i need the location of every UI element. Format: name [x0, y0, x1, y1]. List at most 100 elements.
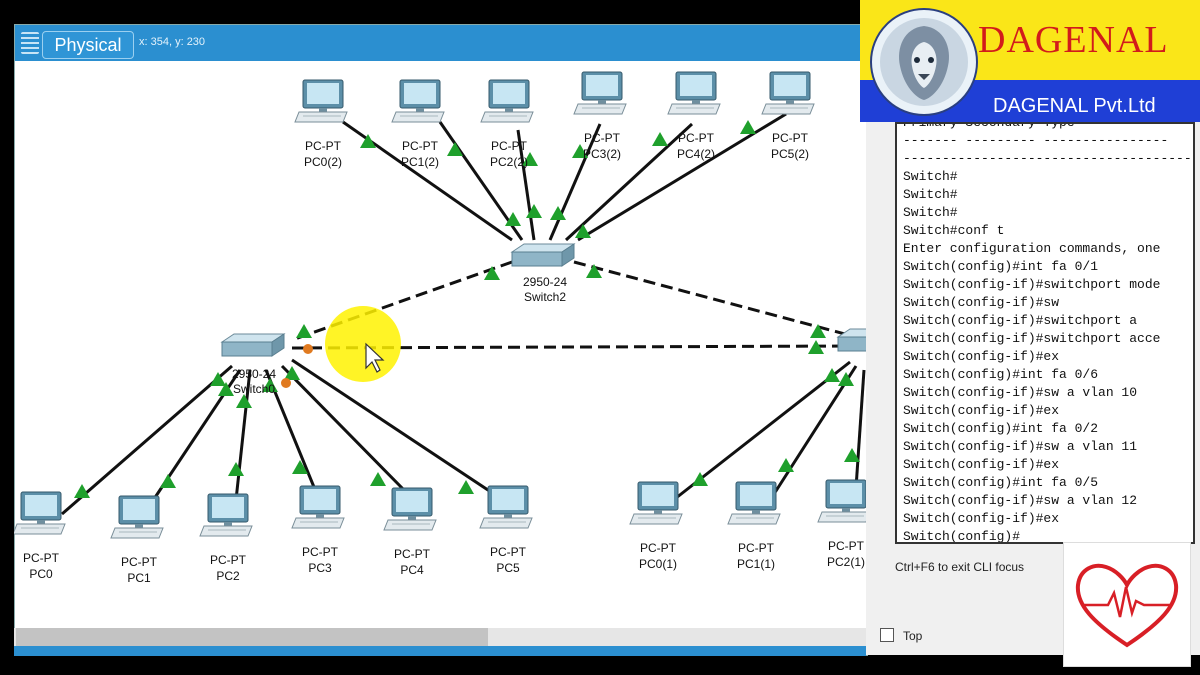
link-up-indicator — [218, 382, 234, 396]
ethernet-link — [675, 360, 851, 500]
pc-type-label: PC-PT — [678, 131, 715, 145]
pc-type-label: PC-PT — [738, 541, 775, 555]
menu-grip-icon[interactable] — [21, 32, 39, 54]
pc-device[interactable]: PC-PT PC0 — [14, 491, 66, 581]
cli-line: Switch(config-if)#switchport acce — [903, 331, 1161, 346]
link-up-indicator — [808, 340, 824, 354]
switch2-model-label: 2950-24 — [523, 275, 567, 289]
cli-line: Switch(config-if)#ex — [903, 349, 1060, 364]
cli-line: -------------------------------------- — [903, 151, 1195, 166]
cli-line: Switch(config-if)#sw a vlan 11 — [903, 439, 1138, 454]
pc-name-label: PC2(2) — [490, 155, 528, 169]
cursor-coordinates: x: 354, y: 230 — [139, 36, 206, 48]
top-checkbox[interactable] — [880, 628, 894, 642]
cli-line: Switch(config-if)#switchport mode — [903, 277, 1161, 292]
pc-device[interactable]: PC-PT PC1(1) — [727, 481, 781, 571]
scrollbar-thumb[interactable] — [16, 628, 488, 646]
switch2-name-label: Switch2 — [524, 290, 566, 304]
link-up-indicator — [505, 212, 521, 226]
switch0-device[interactable] — [221, 333, 285, 357]
pc-device[interactable]: PC-PT PC0(1) — [629, 481, 683, 571]
link-up-indicator — [284, 366, 300, 380]
cli-line: Switch(config-if)#ex — [903, 511, 1060, 526]
link-up-indicator — [370, 472, 386, 486]
physical-tab[interactable]: Physical — [42, 31, 134, 59]
cli-focus-hint: Ctrl+F6 to exit CLI focus — [895, 560, 1025, 574]
link-up-indicator — [447, 142, 463, 156]
pc-device[interactable]: PC-PT PC2(1) — [817, 479, 866, 569]
cli-line: Switch(config-if)#sw a vlan 10 — [903, 385, 1138, 400]
heart-logo — [1063, 542, 1191, 667]
ethernet-link — [280, 364, 408, 494]
pc-name-label: PC3 — [308, 561, 332, 575]
trunk-link — [291, 260, 513, 342]
pc-device[interactable]: PC-PT PC5(2) — [761, 71, 815, 161]
pc-type-label: PC-PT — [772, 131, 809, 145]
pc-name-label: PC3(2) — [583, 147, 621, 161]
trunk-link — [573, 260, 861, 340]
pc-name-label: PC2(1) — [827, 555, 865, 569]
link-pending-indicator — [303, 344, 313, 354]
cli-line: Switch#conf t — [903, 223, 1005, 238]
pc-type-label: PC-PT — [210, 553, 247, 567]
pc-type-label: PC-PT — [640, 541, 677, 555]
cli-line: Switch(config)# — [903, 529, 1021, 544]
top-checkbox-label: Top — [903, 629, 923, 643]
lion-emblem-icon — [870, 8, 978, 116]
cli-line: Switch(config-if)#ex — [903, 403, 1060, 418]
cli-terminal[interactable]: Primary Secondary Type------- --------- … — [895, 122, 1195, 544]
cli-line: Switch(config-if)#ex — [903, 457, 1060, 472]
pc-name-label: PC0(1) — [639, 557, 677, 571]
pc-type-label: PC-PT — [828, 539, 865, 553]
link-up-indicator — [550, 206, 566, 220]
brand-logo: DAGENAL DAGENAL Pvt.Ltd — [860, 0, 1200, 122]
cli-line: Switch(config-if)#sw a vlan 12 — [903, 493, 1138, 508]
cli-line: Switch(config-if)#switchport a — [903, 313, 1138, 328]
cli-output: Primary Secondary Type------- --------- … — [903, 122, 1195, 544]
link-pending-indicator — [281, 378, 291, 388]
pc-name-label: PC5(2) — [771, 147, 809, 161]
link-up-indicator — [296, 324, 312, 338]
pc-device[interactable]: PC-PT PC4 — [383, 487, 437, 577]
ethernet-link — [516, 129, 536, 241]
link-up-indicator — [210, 372, 226, 386]
links-layer — [61, 112, 866, 516]
cli-line: Primary Secondary Type — [903, 122, 1075, 130]
pc-type-label: PC-PT — [302, 545, 339, 559]
link-up-indicator — [160, 474, 176, 488]
link-up-indicator — [838, 372, 854, 386]
pc-name-label: PC1(1) — [737, 557, 775, 571]
ethernet-link — [234, 369, 252, 501]
link-up-indicator — [810, 324, 826, 338]
topology-canvas[interactable]: 2950-24 Switch2 2950-24 Switch0 PC-PTPC0… — [14, 60, 866, 628]
ethernet-link — [564, 122, 694, 242]
pc-device[interactable]: PC-PT PC3 — [291, 485, 345, 575]
ethernet-link — [577, 112, 787, 242]
pc-type-label: PC-PT — [305, 139, 342, 153]
pc-type-label: PC-PT — [23, 551, 60, 565]
link-up-indicator — [572, 144, 588, 158]
pc-type-label: PC-PT — [402, 139, 439, 153]
heartbeat-icon — [1075, 563, 1179, 648]
pc-name-label: PC0 — [29, 567, 53, 581]
ethernet-link — [291, 358, 501, 500]
switch2-device[interactable] — [511, 243, 575, 267]
link-up-indicator — [652, 132, 668, 146]
pc-type-label: PC-PT — [394, 547, 431, 561]
pc-name-label: PC1 — [127, 571, 151, 585]
link-up-indicator — [74, 484, 90, 498]
link-up-indicator — [824, 368, 840, 382]
link-up-indicator — [575, 224, 591, 238]
pcs-layer: PC-PTPC0(2)PC-PTPC1(2)PC-PTPC2(2)PC-PTPC… — [14, 71, 866, 585]
horizontal-scrollbar[interactable] — [14, 628, 866, 646]
pc-name-label: PC4 — [400, 563, 424, 577]
